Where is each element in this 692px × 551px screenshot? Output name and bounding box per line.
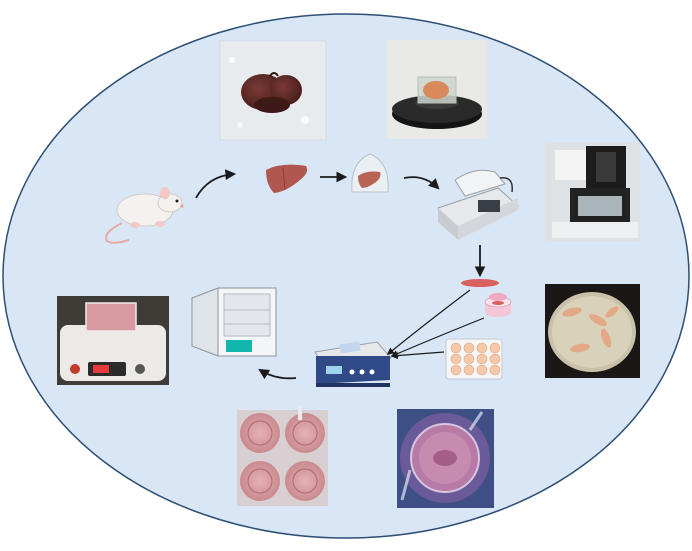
arrow-plate-to-shaker — [390, 351, 445, 360]
background-ellipse — [2, 13, 690, 539]
well-plate-icon — [445, 338, 503, 380]
arrow-slice-to-shaker — [386, 289, 471, 355]
slice-in-culture-insert-photo — [397, 409, 494, 508]
harvested-liver-photo — [219, 40, 327, 141]
workflow-arrows — [195, 169, 486, 380]
liver-icon — [266, 164, 308, 193]
agarose-block-on-stage-photo — [387, 40, 487, 139]
arrow-dish-to-shaker — [390, 317, 485, 358]
plate-on-shaker-photo — [57, 296, 169, 385]
agarose-embedded-liver-icon — [351, 153, 389, 193]
vibratome-photo — [545, 143, 640, 241]
four-well-plate-photo — [237, 406, 328, 506]
petri-dish-icon — [484, 293, 512, 317]
orbital-shaker-icon — [314, 341, 392, 387]
vibratome-icon — [437, 169, 519, 240]
arrow-mouse-to-liver — [195, 169, 237, 199]
incubator-icon — [191, 287, 277, 357]
mouse-icon — [105, 187, 184, 244]
arrow-agarose-to-vibratome — [403, 176, 440, 190]
tissue-slice-icon — [461, 279, 499, 287]
liver-slices-in-dish-photo — [545, 284, 640, 378]
arrow-shaker-to-incubator — [258, 368, 297, 380]
